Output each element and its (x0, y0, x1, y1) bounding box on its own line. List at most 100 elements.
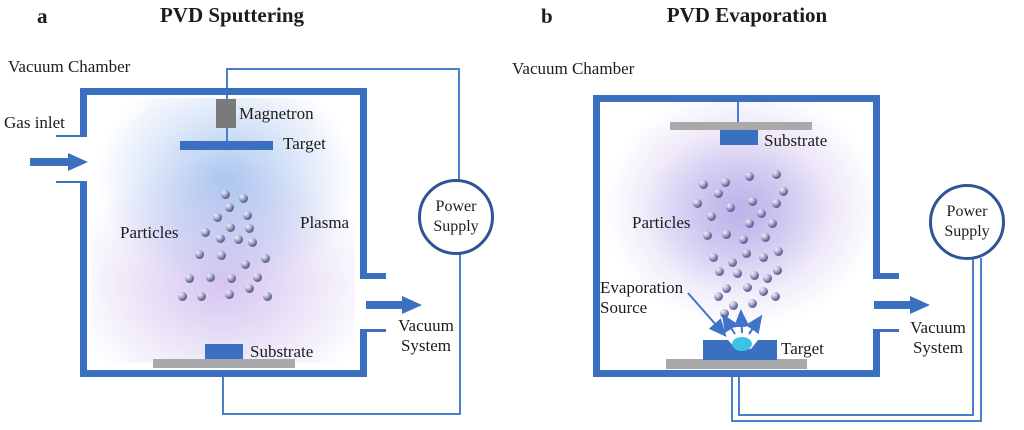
particle (721, 229, 731, 239)
target-wire-inner-h (738, 414, 974, 416)
chamber-b-right-wall-upper (873, 95, 880, 273)
power-supply-top-wire-a (458, 68, 460, 181)
vapor-arrow-left-icon (721, 313, 739, 335)
particle (741, 248, 751, 258)
chamber-a-left-wall-upper (80, 88, 87, 137)
power-supply-wire-outer-b (980, 258, 982, 422)
target-label-a: Target (283, 134, 326, 153)
particle (698, 179, 708, 189)
ground-wire-a (222, 413, 461, 415)
vacuum-chamber-label-b: Vacuum Chamber (512, 59, 635, 78)
chamber-a-bottom-wall (80, 370, 367, 377)
chamber-b-right-wall-lower (873, 329, 880, 377)
vacuum-port-bottom-lip-a (360, 329, 386, 332)
vacuum-port-top-lip-a (360, 273, 386, 279)
particle (772, 265, 782, 275)
particle (758, 286, 768, 296)
particle (744, 218, 754, 228)
particle (767, 218, 777, 228)
power-supply-bottom-wire-a (459, 252, 461, 415)
particle (747, 298, 757, 308)
power-supply-label-b: Power Supply (944, 203, 990, 240)
particle (756, 208, 766, 218)
particle (244, 223, 254, 233)
particle (224, 289, 234, 299)
power-supply-label-a: Power Supply (433, 198, 479, 235)
evaporation-source-group (687, 292, 777, 360)
chamber-a-top-wall (80, 88, 367, 95)
particle (758, 252, 768, 262)
gas-inlet-bottom-lip (56, 181, 87, 183)
particle (226, 273, 236, 283)
particle (692, 198, 702, 208)
particle (778, 186, 788, 196)
particle (233, 234, 243, 244)
plasma-label: Plasma (300, 213, 350, 232)
particle (212, 212, 222, 222)
vacuum-flow-arrow-icon-b (874, 296, 930, 314)
chamber-b-bottom-wall (593, 370, 880, 377)
vacuum-port-top-lip-b (873, 273, 899, 279)
chamber-a-right-wall-upper (360, 88, 367, 273)
particles-label-a: Particles (120, 223, 179, 242)
particle (205, 272, 215, 282)
substrate-block-a (205, 344, 243, 359)
particle (744, 171, 754, 181)
vacuum-system-label-b: Vacuum System (910, 318, 966, 357)
particle (242, 210, 252, 220)
particle (240, 259, 250, 269)
particle (224, 202, 234, 212)
gas-inlet-top-lip (56, 135, 87, 137)
particle (220, 189, 230, 199)
gas-flow-arrow-icon (30, 153, 88, 171)
particle (738, 234, 748, 244)
particle (252, 272, 262, 282)
panel-b-letter: b (541, 4, 553, 28)
evaporation-source-label: Evaporation Source (600, 278, 684, 317)
molten-source-droplet (732, 337, 752, 351)
magnetron-label: Magnetron (239, 104, 314, 123)
particle (216, 250, 226, 260)
chamber-a-left-wall-lower (80, 181, 87, 377)
chamber-a-right-wall-lower (360, 329, 367, 377)
vapor-arrow-right-icon (745, 314, 763, 335)
vacuum-flow-arrow-icon-a (366, 296, 422, 314)
power-supply-b: Power Supply (929, 184, 1005, 260)
particle (727, 257, 737, 267)
substrate-block-b (720, 130, 758, 145)
particle (247, 237, 257, 247)
gas-inlet-label: Gas inlet (4, 113, 65, 132)
target-label-b: Target (781, 339, 824, 358)
particle (260, 253, 270, 263)
target-wire-outer-h (731, 420, 982, 422)
power-supply-a: Power Supply (418, 179, 494, 255)
particle (749, 270, 759, 280)
particle (732, 268, 742, 278)
substrate-hanger-wire (737, 99, 739, 123)
particle (728, 300, 738, 310)
substrate-holder-b (670, 122, 812, 130)
particle (177, 291, 187, 301)
particle (770, 291, 780, 301)
substrate-wire-a (222, 377, 224, 415)
particle (771, 169, 781, 179)
chamber-b-top-wall (593, 95, 880, 102)
substrate-holder-a (153, 359, 295, 368)
particle (714, 266, 724, 276)
substrate-label-a: Substrate (250, 342, 314, 361)
power-supply-wire-inner-b (972, 258, 974, 416)
target-bar-a (180, 141, 273, 150)
particle (225, 222, 235, 232)
particle (713, 291, 723, 301)
substrate-label-b: Substrate (764, 131, 828, 150)
particle (708, 252, 718, 262)
panel-b-title: PVD Evaporation (666, 3, 828, 27)
vapor-arrow-middle-icon (733, 309, 750, 334)
particle (747, 196, 757, 206)
panel-a-letter: a (37, 4, 48, 28)
particle (771, 198, 781, 208)
panel-a-title: PVD Sputtering (159, 3, 305, 27)
particle (706, 211, 716, 221)
particle (719, 308, 729, 318)
